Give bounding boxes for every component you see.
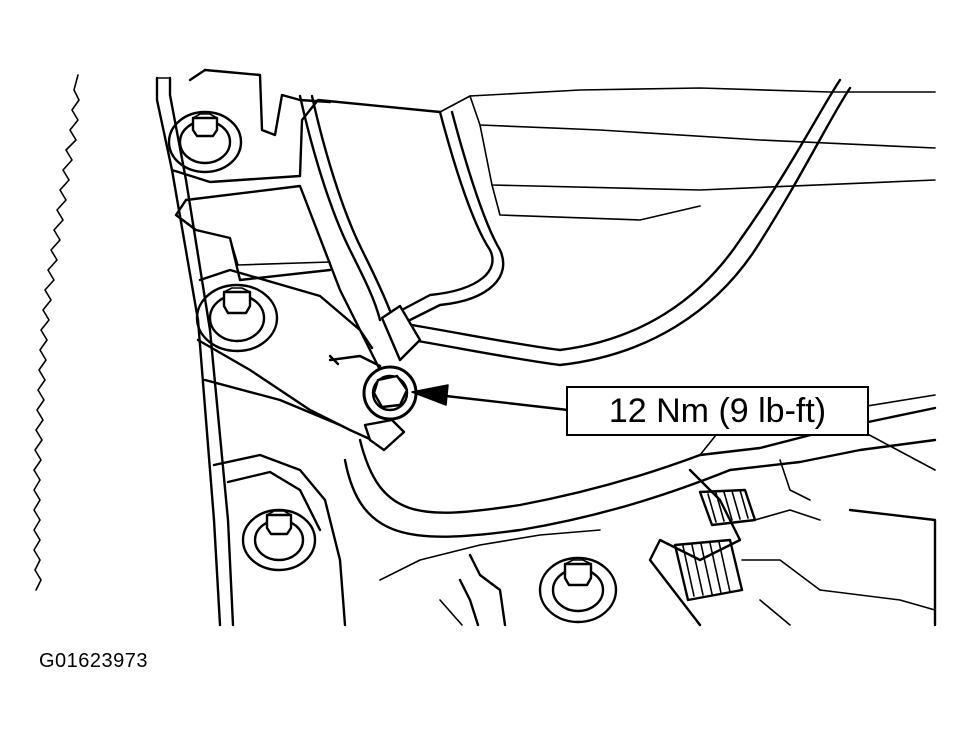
torque-bolt: [362, 365, 418, 421]
cable-bundle: [673, 488, 821, 602]
callout-leader-arrow: [411, 384, 570, 412]
figure-id-label: G01623973: [39, 650, 149, 672]
break-line: [33, 74, 80, 591]
upper-bracket: [170, 68, 936, 221]
mounting-plate: [174, 184, 382, 442]
frame-rail: [155, 76, 235, 627]
wire-harness: [298, 78, 852, 367]
lower-arm: [212, 438, 732, 627]
bolt-lower-left: [241, 508, 317, 572]
torque-label: 12 Nm (9 lb-ft): [608, 391, 827, 430]
torque-callout: 12 Nm (9 lb-ft): [566, 386, 869, 436]
bolt-lower-right: [538, 556, 618, 624]
bolt-middle-left: [195, 283, 279, 353]
bolt-top-left: [167, 110, 243, 174]
wire-terminal: [328, 304, 422, 452]
